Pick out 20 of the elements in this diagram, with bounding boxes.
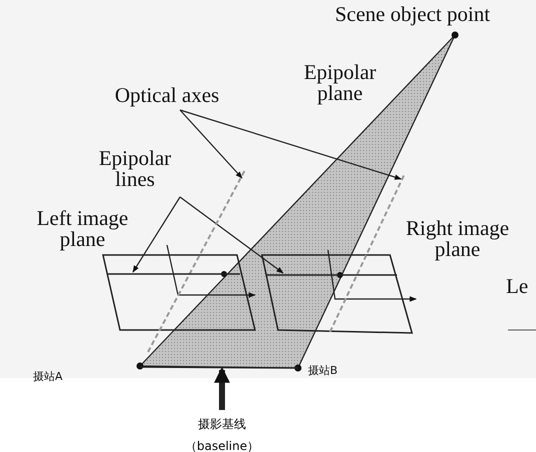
optical-axis-line xyxy=(329,172,406,332)
station-label: 摄站A xyxy=(33,370,63,384)
part-label: Le xyxy=(506,276,530,297)
part-label: Left image plane xyxy=(36,208,130,250)
part-label: Epipolar plane xyxy=(302,62,378,104)
caption-text: （baseline） xyxy=(184,438,260,452)
callout-text: Optical axes xyxy=(92,85,242,106)
callout-text: Epipolar lines xyxy=(95,148,175,190)
part-label: Scene object point xyxy=(334,4,492,25)
leader-line xyxy=(180,196,284,274)
leader-line xyxy=(180,109,402,180)
baseline-line xyxy=(140,366,298,369)
leader-line xyxy=(180,110,242,179)
block-arrow xyxy=(214,366,230,410)
epipolar-line xyxy=(266,274,397,276)
epipolar-line xyxy=(108,273,240,275)
station-label: 摄站B xyxy=(308,364,338,378)
leader-line xyxy=(132,196,180,273)
caption-text: 摄影基线 xyxy=(197,416,247,432)
part-label: Right image plane xyxy=(404,218,510,260)
